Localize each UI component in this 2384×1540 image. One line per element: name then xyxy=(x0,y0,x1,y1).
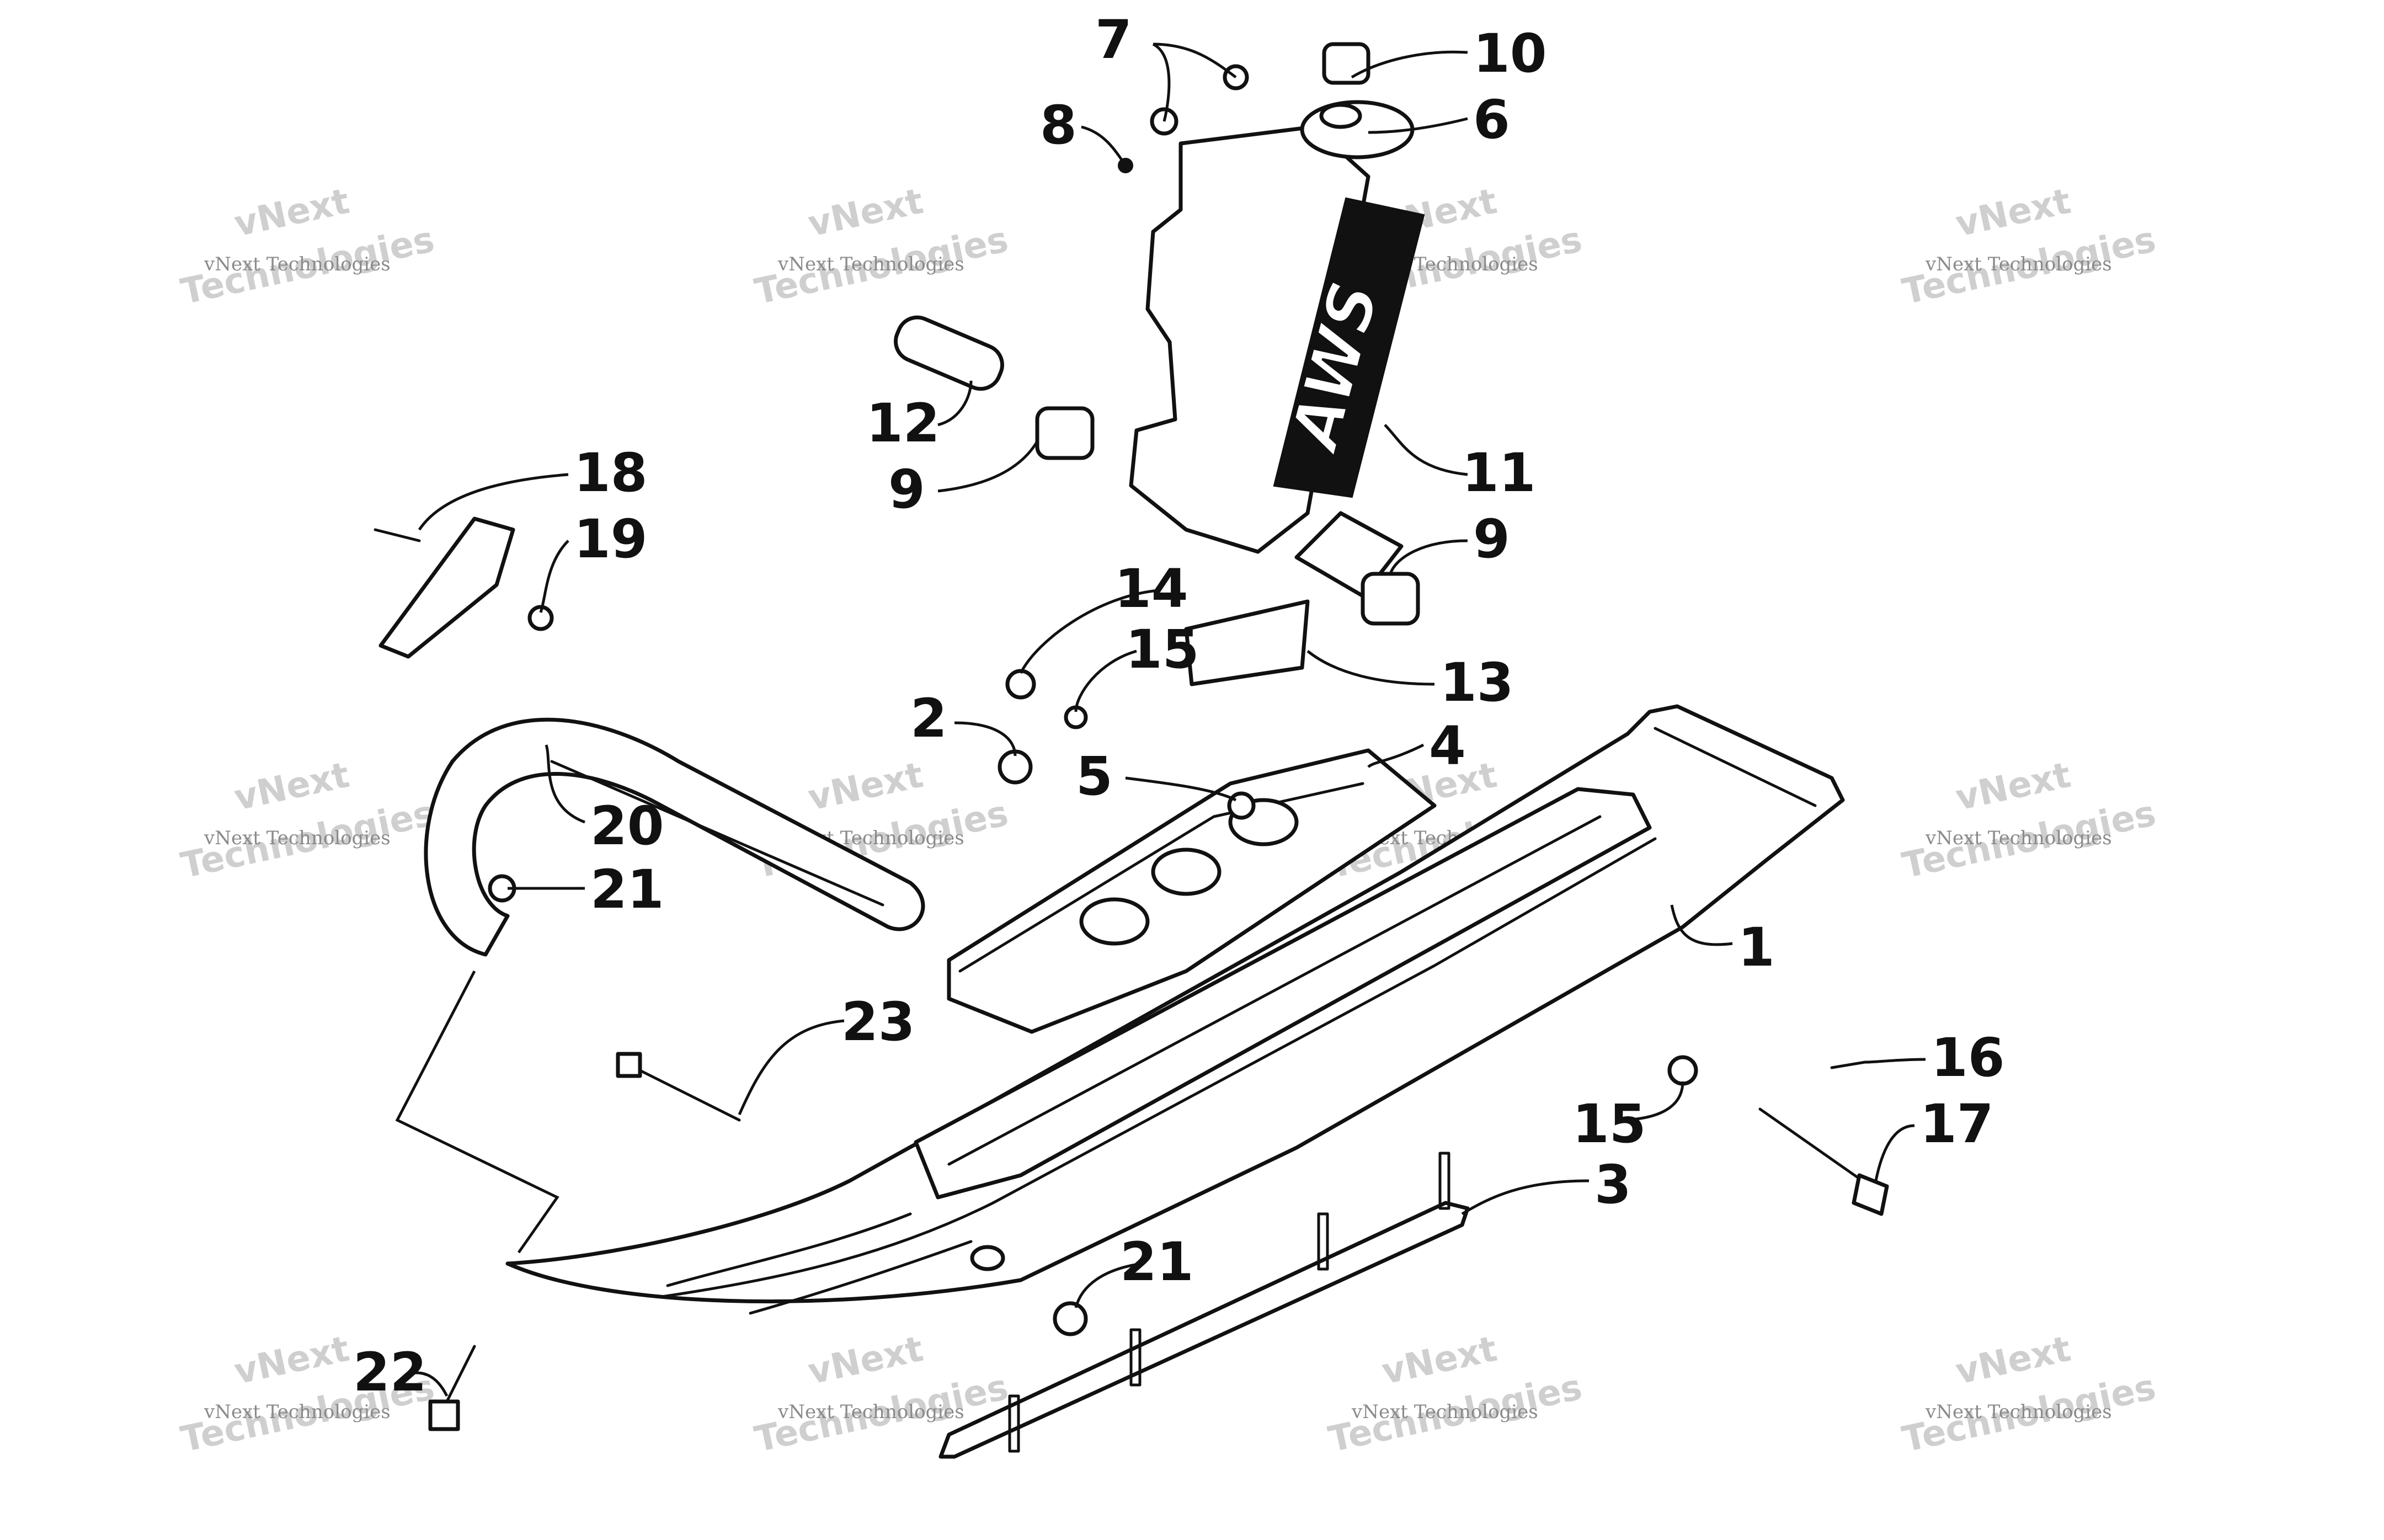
washer-5 xyxy=(1227,791,1256,820)
bolt-17-head xyxy=(1852,1173,1889,1216)
watermark-small: vNext Technologies xyxy=(204,1401,391,1423)
stopper-13 xyxy=(1184,599,1310,686)
saddle-plate-part xyxy=(947,748,1437,1034)
callout-18: 18 xyxy=(574,442,648,504)
callout-17: 17 xyxy=(1920,1093,1994,1155)
watermark-big: vNext xyxy=(1952,181,2074,245)
sleeve-12 xyxy=(894,315,1004,391)
bolt-17 xyxy=(1758,1107,1872,1188)
callout-9-right: 9 xyxy=(1473,508,1510,570)
bushing-9-left xyxy=(1035,406,1095,460)
bolt-22-head xyxy=(428,1399,460,1431)
callout-22: 22 xyxy=(353,1341,427,1403)
watermark-big: vNext xyxy=(231,755,353,819)
grip-sleeve-part: AWS xyxy=(1273,197,1425,498)
watermark-small: vNext Technologies xyxy=(1925,1401,2112,1423)
callout-labels: 7 10 8 6 12 9 11 18 19 9 14 15 13 2 4 5 … xyxy=(353,9,2005,1403)
callout-9-left: 9 xyxy=(888,459,925,520)
callout-3: 3 xyxy=(1594,1154,1631,1216)
watermark-big: vNext xyxy=(1378,1329,1500,1393)
nut-2 xyxy=(998,749,1033,785)
callout-15-top: 15 xyxy=(1126,619,1199,680)
bracket-18-19 xyxy=(378,516,515,659)
callout-6: 6 xyxy=(1473,89,1510,151)
watermark-big: vNext xyxy=(231,181,353,245)
watermark-small: vNext Technologies xyxy=(204,253,391,275)
nut-14 xyxy=(1005,669,1036,700)
callout-21-top: 21 xyxy=(590,859,664,920)
callout-20: 20 xyxy=(590,795,664,857)
callout-13: 13 xyxy=(1440,652,1514,713)
bolt-23 xyxy=(627,1063,741,1122)
callout-21-bottom: 21 xyxy=(1120,1231,1194,1293)
callout-8: 8 xyxy=(1040,94,1077,156)
callout-5: 5 xyxy=(1076,745,1113,807)
bolt-23-head xyxy=(616,1052,642,1078)
watermark-small: vNext Technologies xyxy=(1925,827,2112,849)
nut-21-bottom xyxy=(1053,1301,1088,1336)
watermark-big: vNext xyxy=(1952,755,2074,819)
callout-7: 7 xyxy=(1095,9,1132,71)
watermark-big: vNext xyxy=(804,181,926,245)
callout-16: 16 xyxy=(1931,1027,2005,1089)
washer-15-bottom xyxy=(1667,1055,1698,1086)
callout-10: 10 xyxy=(1473,23,1547,84)
callout-19: 19 xyxy=(574,508,648,570)
small-parts xyxy=(374,42,1698,1336)
wear-bar-part xyxy=(938,1152,1470,1459)
pin-16 xyxy=(1830,1061,1866,1069)
watermark-big: vNext xyxy=(804,755,926,819)
callout-12: 12 xyxy=(866,392,940,454)
callout-14: 14 xyxy=(1114,558,1188,620)
watermark-big: vNext xyxy=(231,1329,353,1393)
watermark-big: vNext xyxy=(804,1329,926,1393)
leader-lines xyxy=(395,42,1926,1397)
ski-loop-part xyxy=(424,717,925,957)
callout-2: 2 xyxy=(910,688,947,749)
watermark-small: vNext Technologies xyxy=(204,827,391,849)
watermark-small: vNext Technologies xyxy=(1925,253,2112,275)
watermark-small: vNext Technologies xyxy=(1351,1401,1538,1423)
watermark-small: vNext Technologies xyxy=(777,253,964,275)
watermark-small: vNext Technologies xyxy=(777,1401,964,1423)
watermark-big: vNext xyxy=(1952,1329,2074,1393)
callout-23: 23 xyxy=(841,991,915,1053)
nut-19 xyxy=(527,605,554,631)
callout-1: 1 xyxy=(1738,916,1775,978)
bolt-18 xyxy=(374,528,421,542)
ski-part xyxy=(505,704,1845,1315)
bolts xyxy=(428,1052,1889,1431)
plug-10 xyxy=(1322,42,1370,85)
callout-15-bottom: 15 xyxy=(1572,1093,1646,1155)
callout-11: 11 xyxy=(1462,442,1536,504)
callout-4: 4 xyxy=(1429,715,1466,777)
bushing-9-right xyxy=(1361,572,1420,626)
